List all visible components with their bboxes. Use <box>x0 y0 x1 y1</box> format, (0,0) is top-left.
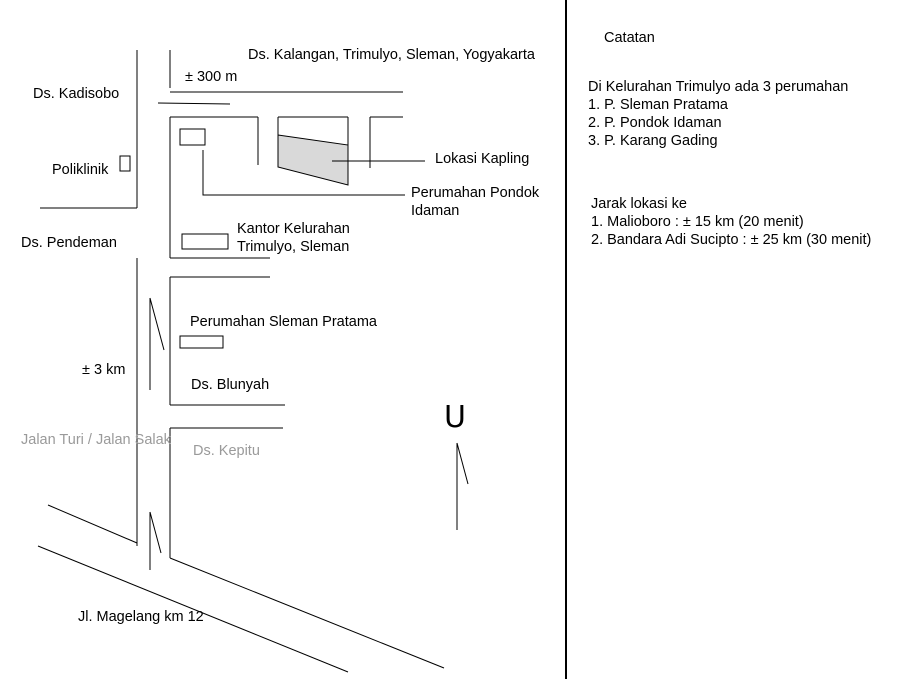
north-label: U <box>444 400 466 435</box>
road-turi <box>47 504 138 544</box>
label-pondok-idaman-line2: Idaman <box>411 203 460 219</box>
label-kantor-kelurahan-line1: Kantor Kelurahan <box>237 221 350 237</box>
label-kepitu: Ds. Kepitu <box>193 443 260 459</box>
kantor-kelurahan-building <box>181 233 229 250</box>
notes-perumahan-item: 2. P. Pondok Idaman <box>588 115 722 131</box>
label-blunyah: Ds. Blunyah <box>191 377 270 393</box>
label-kadisobo: Ds. Kadisobo <box>33 86 120 102</box>
pondok-idaman-leader <box>202 150 405 196</box>
north-arrow-head <box>456 442 469 485</box>
kapling-parcel <box>277 134 349 186</box>
pondok-idaman-building <box>179 128 206 146</box>
notes-jarak-heading: Jarak lokasi ke <box>591 196 687 212</box>
label-kalangan: Ds. Kalangan, Trimulyo, Sleman, Yogyakar… <box>248 47 535 63</box>
notes-title: Catatan <box>604 30 655 46</box>
label-lokasi-kapling: Lokasi Kapling <box>435 151 530 167</box>
label-distance-3km: ± 3 km <box>82 362 126 378</box>
notes-perumahan-item: 3. P. Karang Gading <box>588 133 718 149</box>
sleman-pratama-building <box>179 335 224 349</box>
label-jalan-turi: Jalan Turi / Jalan Salak <box>21 432 171 448</box>
road-arrow-300m <box>157 102 231 105</box>
label-pendeman: Ds. Pendeman <box>21 235 117 251</box>
label-poliklinik: Poliklinik <box>52 162 109 178</box>
label-sleman-pratama: Perumahan Sleman Pratama <box>190 314 377 330</box>
notes-jarak-item: 2. Bandara Adi Sucipto : ± 25 km (30 men… <box>591 232 872 248</box>
road-magelang-lower <box>37 545 349 673</box>
notes-perumahan-item: 1. P. Sleman Pratama <box>588 97 728 113</box>
road-magelang-upper <box>169 557 445 669</box>
label-kantor-kelurahan-line2: Trimulyo, Sleman <box>237 239 350 255</box>
distance-marker-upper <box>149 297 165 351</box>
notes-jarak-item: 1. Malioboro : ± 15 km (20 menit) <box>591 214 804 230</box>
label-pondok-idaman-line1: Perumahan Pondok <box>411 185 540 201</box>
poliklinik-building <box>119 155 131 172</box>
label-distance-300m: ± 300 m <box>185 69 238 85</box>
label-magelang: Jl. Magelang km 12 <box>78 609 204 625</box>
notes-perumahan-heading: Di Kelurahan Trimulyo ada 3 perumahan <box>588 79 849 95</box>
distance-marker-lower <box>149 511 162 554</box>
